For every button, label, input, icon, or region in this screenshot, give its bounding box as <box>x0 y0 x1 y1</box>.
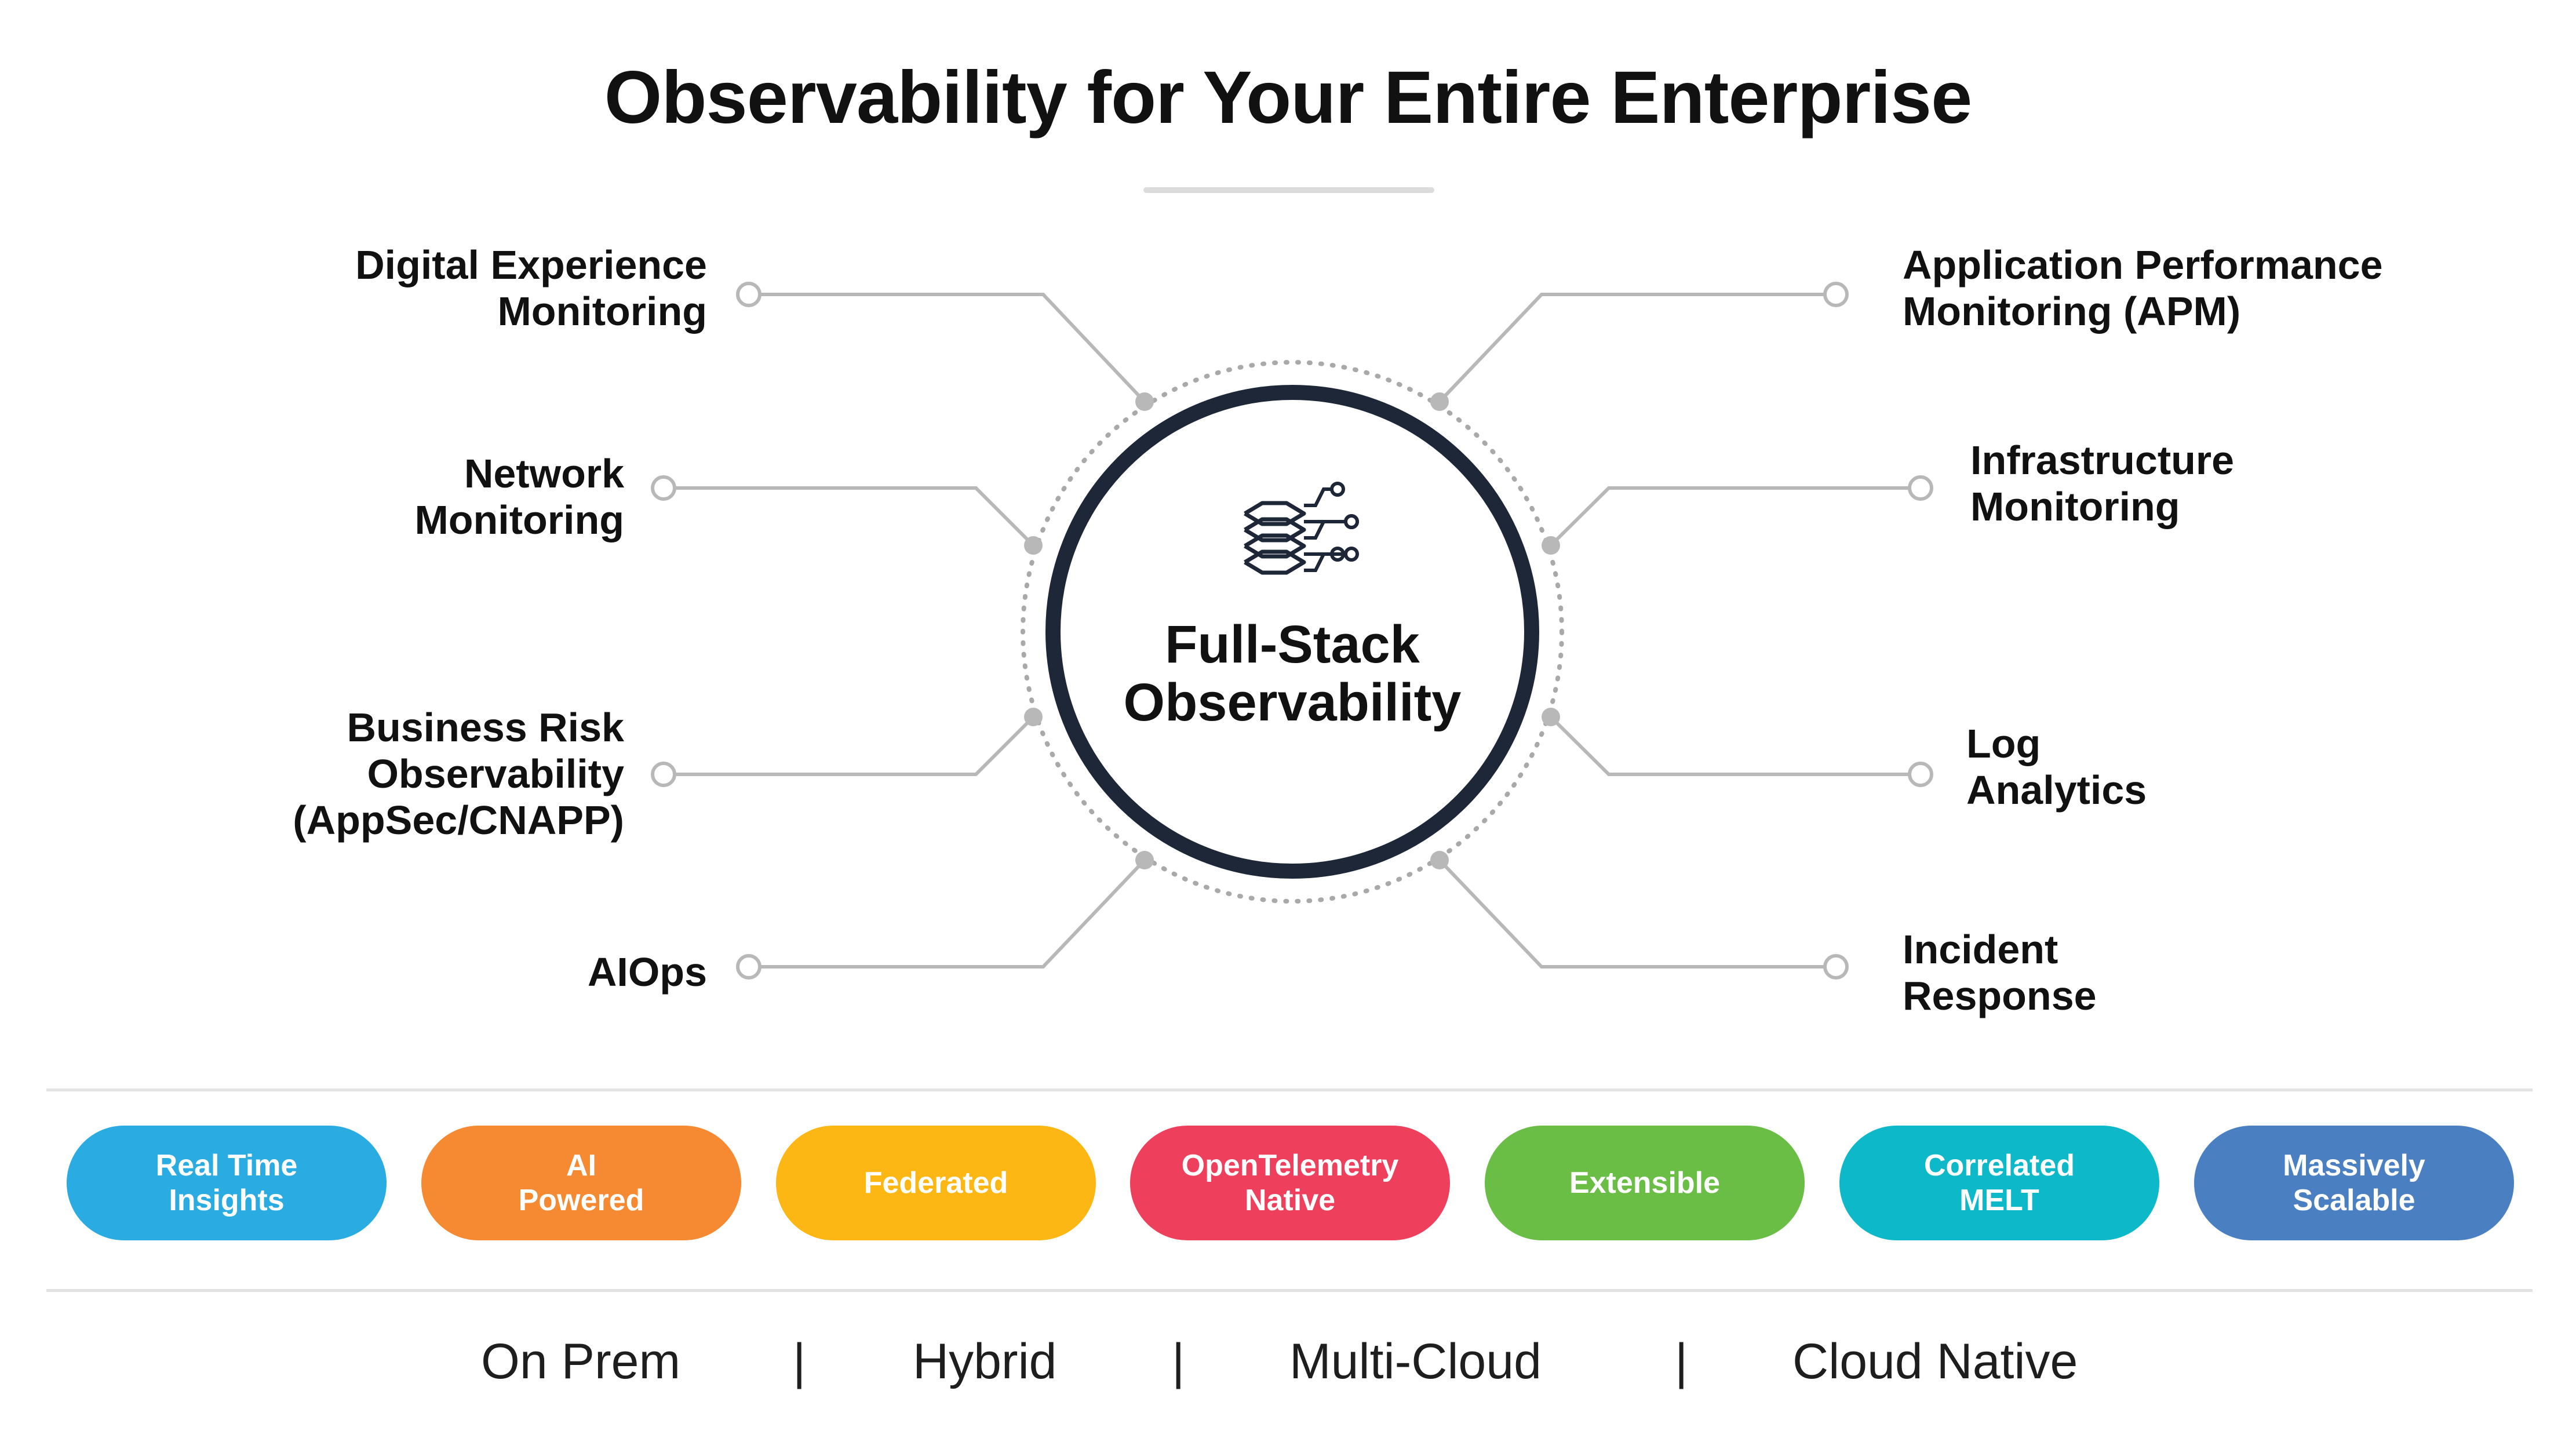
deployment-separator: | <box>1172 1334 1185 1389</box>
connector-incident-response-hub-dot <box>1430 851 1449 869</box>
title-underline <box>1143 187 1434 193</box>
connector-log-analytics-hub-dot <box>1542 708 1560 726</box>
pill-correlated-melt: Correlated MELT <box>1839 1126 2159 1240</box>
pill-federated: Federated <box>776 1126 1096 1240</box>
pill-opentelemetry-native: OpenTelemetry Native <box>1130 1126 1450 1240</box>
connector-digital-experience-line <box>749 293 1146 403</box>
deployment-on-prem: On Prem <box>481 1334 681 1389</box>
connector-log-analytics-end-circle <box>1908 762 1933 787</box>
pill-ai-powered: AI Powered <box>421 1126 741 1240</box>
capability-label-log-analytics: Log Analytics <box>1966 721 2147 813</box>
connector-infrastructure-line <box>1549 486 1921 547</box>
center-label: Full-Stack Observability <box>1123 615 1462 732</box>
connector-incident-response-end-circle <box>1823 954 1849 980</box>
deployment-hybrid: Hybrid <box>913 1334 1057 1389</box>
connector-network-line <box>664 486 1035 547</box>
connector-incident-response-line <box>1438 858 1836 969</box>
connector-network-end-circle <box>651 475 676 501</box>
center-ring <box>1045 385 1539 879</box>
layers-circuit-icon <box>1244 482 1359 575</box>
connector-business-risk-line <box>664 715 1035 776</box>
deployment-multi-cloud: Multi-Cloud <box>1289 1334 1542 1389</box>
connector-apm-line <box>1438 293 1836 403</box>
capability-label-aiops: AIOps <box>587 949 707 995</box>
connector-digital-experience-hub-dot <box>1135 392 1154 411</box>
divider-bottom <box>46 1289 2533 1292</box>
connector-network-hub-dot <box>1024 536 1043 555</box>
pill-extensible: Extensible <box>1485 1126 1805 1240</box>
capability-label-business-risk: Business Risk Observability (AppSec/CNAP… <box>293 705 624 843</box>
page-title: Observability for Your Entire Enterprise <box>604 56 1973 139</box>
connector-aiops-hub-dot <box>1135 851 1154 869</box>
connector-business-risk-hub-dot <box>1024 708 1043 726</box>
capability-label-incident-response: Incident Response <box>1903 927 2097 1018</box>
deployment-separator: | <box>793 1334 806 1389</box>
connector-apm-hub-dot <box>1430 392 1449 411</box>
connector-infrastructure-hub-dot <box>1542 536 1560 555</box>
connector-business-risk-end-circle <box>651 762 676 787</box>
capability-label-infrastructure: Infrastructure Monitoring <box>1970 438 2235 529</box>
divider-top <box>46 1088 2533 1091</box>
capability-label-digital-experience: Digital Experience Monitoring <box>355 242 707 334</box>
connector-apm-end-circle <box>1823 282 1849 307</box>
connector-digital-experience-end-circle <box>736 282 761 307</box>
capability-label-apm: Application Performance Monitoring (APM) <box>1903 242 2383 334</box>
connector-log-analytics-line <box>1549 715 1921 776</box>
connector-aiops-line <box>749 858 1146 969</box>
connector-infrastructure-end-circle <box>1908 475 1933 501</box>
connector-aiops-end-circle <box>736 954 761 980</box>
capability-label-network: Network Monitoring <box>414 451 624 543</box>
pill-massively-scalable: Massively Scalable <box>2194 1126 2514 1240</box>
outer-dotted-ring <box>1021 360 1564 904</box>
deployment-cloud-native: Cloud Native <box>1792 1334 2078 1389</box>
deployment-separator: | <box>1675 1334 1688 1389</box>
pill-real-time-insights: Real Time Insights <box>67 1126 387 1240</box>
